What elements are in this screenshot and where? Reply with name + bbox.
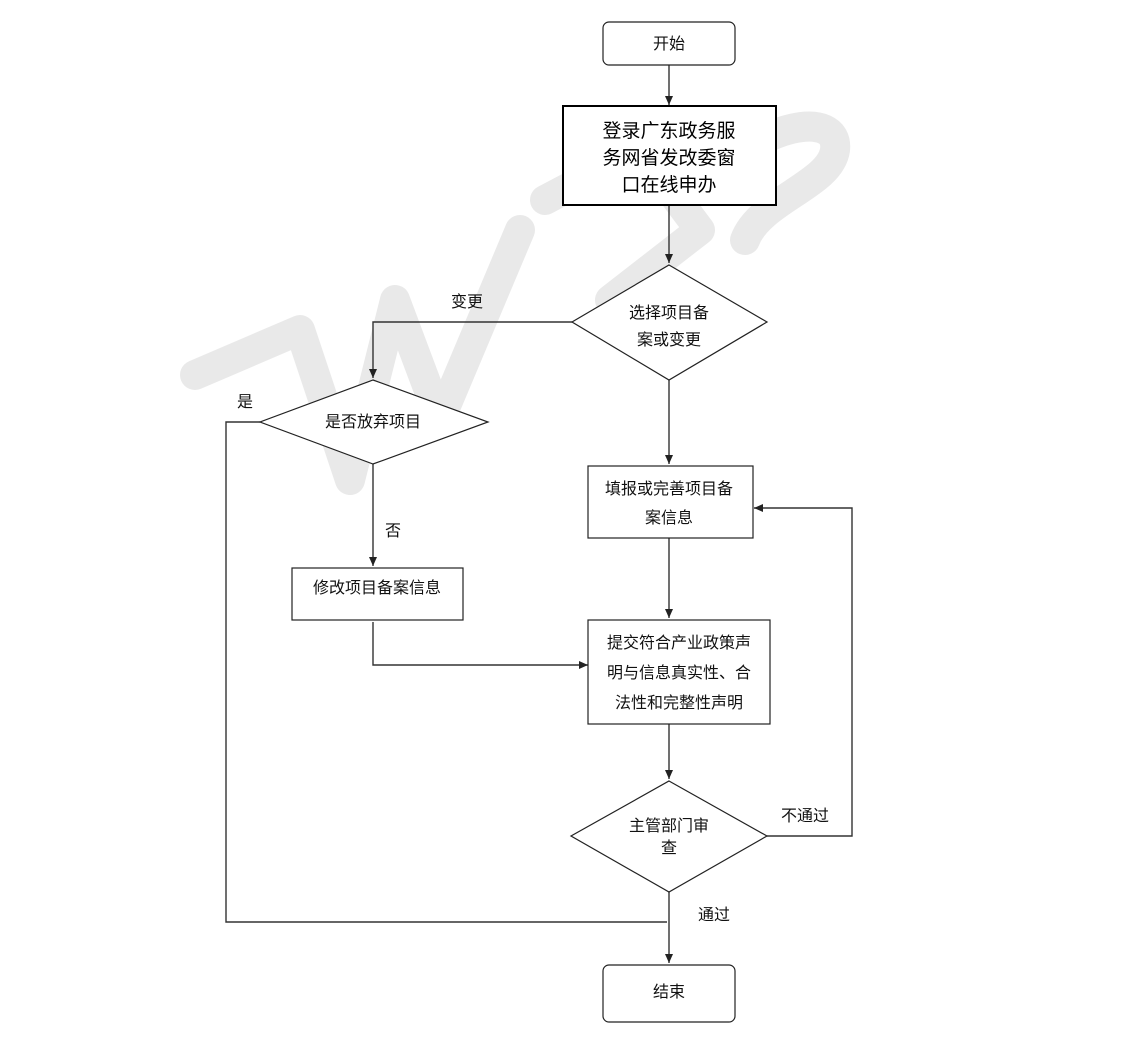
edge-choose-abandon: [369, 321, 572, 378]
node-login: 登录广东政务服 务网省发改委窗 口在线申办: [562, 105, 777, 206]
node-abandon-label: 是否放弃项目: [325, 412, 421, 431]
edge-label-change: 变更: [451, 292, 483, 311]
node-submit-line-1: 提交符合产业政策声: [607, 633, 751, 652]
node-review: 主管部门审 查: [569, 780, 769, 893]
node-end-label: 结束: [653, 982, 685, 1001]
edge-modify-submit: [372, 622, 588, 669]
node-submit-line-2: 明与信息真实性、合: [607, 663, 751, 682]
node-abandon: 是否放弃项目: [258, 379, 490, 465]
node-review-line-2: 查: [661, 838, 677, 857]
node-choose: 选择项目备 案或变更: [570, 264, 769, 381]
node-fill: 填报或完善项目备 案信息: [587, 465, 754, 539]
node-login-line-3: 口在线申办: [621, 174, 716, 196]
edge-label-pass: 通过: [698, 905, 730, 924]
node-submit: 提交符合产业政策声 明与信息真实性、合 法性和完整性声明: [587, 619, 771, 725]
edges: [225, 65, 853, 963]
node-review-line-1: 主管部门审: [629, 816, 709, 835]
edge-label-fail: 不通过: [781, 806, 829, 825]
node-login-line-1: 登录广东政务服: [602, 120, 735, 142]
node-choose-line-2: 案或变更: [637, 330, 701, 349]
edge-review-fill: [754, 504, 853, 837]
node-start: 开始: [602, 21, 736, 66]
node-fill-line-2: 案信息: [645, 508, 693, 527]
edge-label-no: 否: [385, 521, 401, 540]
node-start-label: 开始: [653, 34, 685, 53]
node-choose-line-1: 选择项目备: [629, 303, 709, 322]
node-end: 结束: [602, 964, 736, 1023]
node-fill-line-1: 填报或完善项目备: [605, 479, 733, 498]
node-modify-label: 修改项目备案信息: [313, 578, 441, 597]
node-submit-line-3: 法性和完整性声明: [615, 693, 743, 712]
node-login-line-2: 务网省发改委窗: [602, 147, 735, 169]
edge-label-yes: 是: [237, 392, 253, 411]
edge-labels: 变更 是 否 不通过 通过: [237, 292, 829, 924]
edge-abandon-end: [225, 421, 667, 923]
node-modify: 修改项目备案信息: [291, 567, 464, 621]
